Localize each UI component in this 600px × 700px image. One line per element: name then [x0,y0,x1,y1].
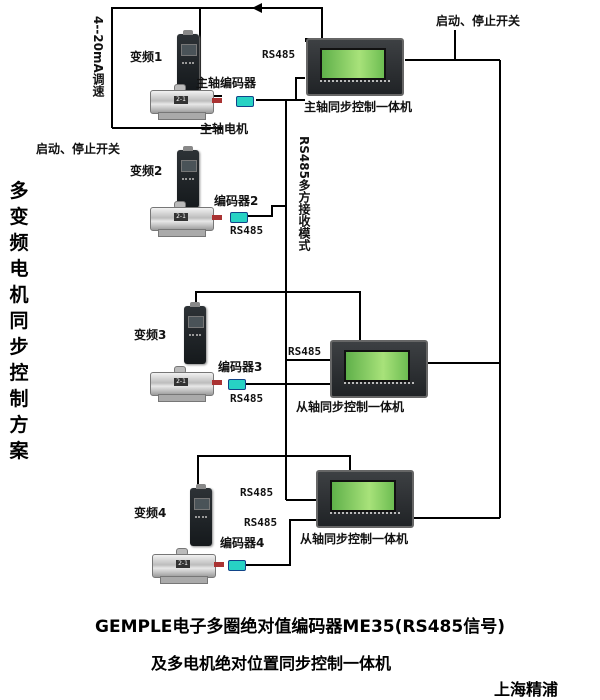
vfd3-icon [184,302,206,364]
slave-sync-controller-1-icon [330,340,428,398]
encoder3-icon [228,379,246,390]
product-subtitle: 及多电机绝对位置同步控制一体机 [150,654,391,673]
start-stop-switch-label-left: 启动、停止开关 [36,142,121,156]
vfd2-icon [177,146,199,208]
motor-nameplate: 2-1 [174,96,188,104]
motor-nameplate: 2-1 [176,560,190,568]
rs485-enc2-label: RS485 [230,224,264,237]
title-char: 步 [9,336,29,358]
speed-signal-wire [111,7,323,128]
slave-sync-controller-2-icon [316,470,414,528]
vfd1-icon [177,30,199,92]
motor-nameplate: 2-1 [174,378,188,386]
title-char: 机 [9,284,29,306]
title-char: 案 [9,440,29,462]
encoder2-label: 编码器2 [214,194,259,208]
main-sync-controller-icon [306,38,404,96]
scheme-title-vertical: 多 变 频 电 机 同 步 控 制 方 案 [8,178,30,464]
main-motor-icon: 2-1 [150,84,226,120]
analog-speed-label: 4--20mA调速 [91,16,105,97]
rs485-ctrl1-label: RS485 [288,345,322,358]
main-controller-label: 主轴同步控制一体机 [304,100,413,114]
title-char: 频 [9,232,29,254]
vfd4-icon [190,484,212,546]
slave-controller-2-label: 从轴同步控制一体机 [300,532,409,546]
title-char: 制 [9,388,29,410]
motor-nameplate: 2-1 [174,213,188,221]
vfd1-label: 变频1 [130,50,163,64]
motor2-icon: 2-1 [150,201,226,237]
motor4-icon: 2-1 [152,548,228,584]
rs485-enc3-label: RS485 [230,392,264,405]
encoder4-label: 编码器4 [220,536,265,550]
encoder2-icon [230,212,248,223]
main-encoder-icon [236,96,254,107]
vfd2-label: 变频2 [130,164,163,178]
encoder4-icon [228,560,246,571]
slave-controller-1-label: 从轴同步控制一体机 [296,400,405,414]
rs485-ctrl2-label: RS485 [240,486,274,499]
main-encoder-label: 主轴编码器 [196,76,257,90]
encoder3-label: 编码器3 [218,360,263,374]
main-motor-label: 主轴电机 [200,122,249,136]
start-stop-switch-label-top: 启动、停止开关 [436,14,521,28]
product-title: GEMPLE电子多圈绝对值编码器ME35(RS485信号) [95,617,505,637]
title-char: 多 [9,180,29,202]
rs485-enc4-label: RS485 [244,516,278,529]
motor3-icon: 2-1 [150,366,226,402]
company-name: 上海精浦 [494,680,559,699]
title-char: 同 [9,310,29,332]
title-char: 方 [9,414,29,436]
title-char: 电 [9,258,29,280]
title-char: 变 [9,206,29,228]
rs485-multi-receive-label: RS485多方接收模式 [297,136,311,251]
vfd3-label: 变频3 [134,328,167,342]
vfd4-label: 变频4 [134,506,167,520]
rs485-main-label: RS485 [262,48,296,61]
title-char: 控 [9,362,29,384]
